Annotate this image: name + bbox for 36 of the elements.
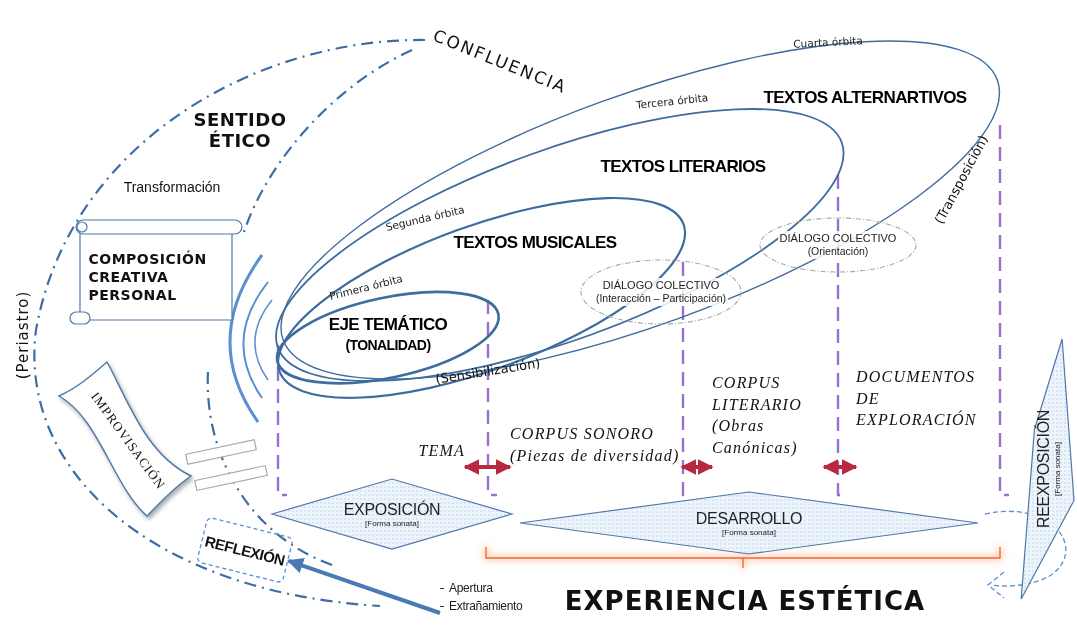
diamond-title: REEXPOSICIÓN: [1034, 409, 1053, 529]
column-text: (Obras Canónicas): [712, 416, 799, 459]
ellipse-text: (Interacción – Participación): [593, 292, 729, 306]
column-text: TEMA: [418, 441, 465, 461]
diamond-subtitle: [Forma sonata]: [722, 527, 776, 537]
heading-text: (TONALIDAD): [345, 335, 431, 355]
list-text: Apertura: [449, 580, 493, 597]
heading-text: TEXTOS MUSICALES: [453, 231, 617, 254]
column-text: CORPUS LITERARIO: [712, 373, 803, 415]
diamond-subtitle: [Forma sonata]: [1052, 442, 1062, 496]
label-text: (Periastro): [15, 290, 33, 380]
box-text: COMPOSICIÓN CREATIVA PERSONAL: [88, 249, 208, 305]
ellipse-text: DIÁLOGO COLECTIVO: [777, 231, 899, 246]
orbit-label: Primera órbita: [328, 272, 404, 302]
double-arrow: [680, 459, 714, 475]
diamond-title: EXPOSICIÓN: [343, 500, 441, 519]
column-text: CORPUS SONORO: [510, 424, 655, 444]
heading-text: TEXTOS LITERARIOS: [600, 155, 766, 178]
double-arrow: [463, 459, 512, 475]
heading-text: SENTIDO ÉTICO: [192, 110, 288, 152]
heading-text: TEXTOS ALTERNARTIVOS: [763, 86, 967, 109]
ellipse-text: DIÁLOGO COLECTIVO: [600, 278, 722, 293]
heading-text: EJE TEMÁTICO: [328, 313, 448, 336]
orbit-label: Segunda órbita: [384, 203, 466, 233]
label-text: Transformación: [123, 178, 221, 196]
ellipse-text: (Orientación): [805, 245, 871, 259]
double-arrow: [287, 558, 441, 615]
list-text: Extrañamiento: [449, 598, 523, 615]
orbit-label: Tercera órbita: [635, 91, 709, 111]
diamond-subtitle: [Forma sonata]: [365, 518, 419, 528]
column-text: DOCUMENTOS DE EXPLORACIÓN: [856, 367, 978, 431]
diamond-title: DESARROLLO: [695, 509, 803, 528]
orbit-label: Cuarta órbita: [793, 34, 863, 50]
column-text: (Piezas de diversidad): [510, 445, 680, 467]
double-arrow: [822, 459, 858, 475]
heading-text: EXPERIENCIA ESTÉTICA: [564, 587, 926, 617]
